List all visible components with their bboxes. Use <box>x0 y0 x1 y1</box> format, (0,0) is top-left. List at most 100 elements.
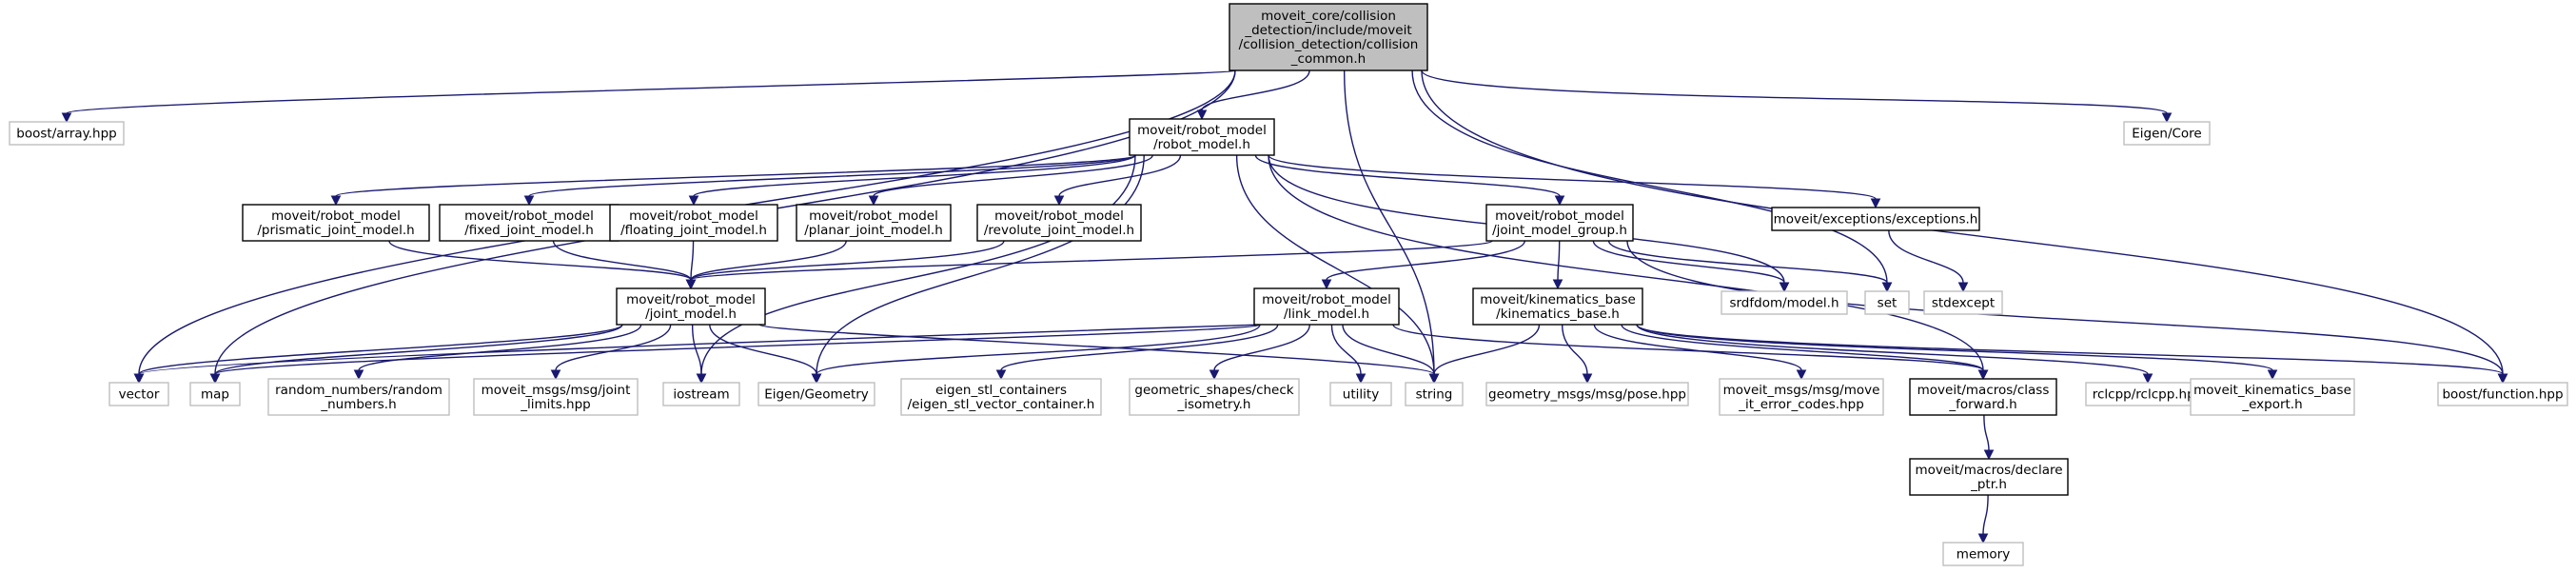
node-label: Eigen/Core <box>2132 127 2202 142</box>
edge-jmg-to-link_model <box>1326 240 1525 281</box>
node-box <box>900 378 1102 416</box>
edge-link_model-to-eigen_geom <box>816 324 1261 375</box>
edge-joint_model-to-map <box>214 324 623 375</box>
edge-layer <box>61 69 2508 544</box>
edge-jmg-to-srdf <box>1592 240 1785 284</box>
edge-arrowhead <box>1582 373 1593 385</box>
node-floating[interactable]: moveit/robot_model/floating_joint_model.… <box>609 204 778 242</box>
node-label: vector <box>119 387 160 403</box>
node-label: map <box>201 387 229 403</box>
node-iostream: iostream <box>662 382 740 406</box>
node-label: /revolute_joint_model.h <box>984 223 1134 238</box>
node-box <box>2085 382 2211 406</box>
node-box <box>189 382 241 406</box>
node-link-model[interactable]: moveit/robot_model/link_model.h <box>1253 287 1400 326</box>
node-root[interactable]: moveit_core/collision_detection/include/… <box>1229 3 1428 71</box>
node-label: /robot_model.h <box>1153 137 1250 152</box>
node-fixed[interactable]: moveit/robot_model/fixed_joint_model.h <box>439 204 619 242</box>
edge-jmg-to-kin_base <box>1557 240 1561 281</box>
edge-root-to-robot_model <box>1201 69 1310 111</box>
node-label: _it_error_codes.hpp <box>1738 397 1864 412</box>
node-box <box>1253 287 1400 326</box>
node-planar[interactable]: moveit/robot_model/planar_joint_model.h <box>796 204 952 242</box>
edge-arrowhead <box>2267 369 2278 381</box>
node-label: moveit/robot_model <box>1137 123 1267 138</box>
node-label: /kinematics_base.h <box>1496 307 1620 322</box>
edge-arrowhead <box>330 195 342 207</box>
node-srdf: srdfdom/model.h <box>1721 290 1848 315</box>
edge-joint_model-to-string <box>758 324 1435 375</box>
edge-arrowhead <box>868 195 879 207</box>
node-revolute[interactable]: moveit/robot_model/revolute_joint_model.… <box>976 204 1142 242</box>
node-exceptions[interactable]: moveit/exceptions/exceptions.h <box>1771 207 1980 231</box>
node-geom-shapes: geometric_shapes/check_isometry.h <box>1129 378 1300 416</box>
edge-arrowhead <box>2142 373 2153 385</box>
node-vector: vector <box>108 382 169 406</box>
node-boost-fn: boost/function.hpp <box>2437 382 2568 406</box>
node-move-it-err: moveit_msgs/msg/move_it_error_codes.hpp <box>1719 378 1884 416</box>
edge-arrowhead <box>1053 195 1065 207</box>
node-box <box>1923 290 2003 315</box>
node-stdexcept: stdexcept <box>1923 290 2003 315</box>
edge-arrowhead <box>1779 282 1790 293</box>
node-label: _forward.h <box>1948 397 2016 412</box>
edge-link_model-to-utility <box>1330 324 1362 375</box>
node-label: moveit/robot_model <box>626 292 756 307</box>
edge-root-to-eigen_core <box>1421 69 2168 114</box>
edge-jmg-to-set <box>1607 240 1888 284</box>
edge-link_model-to-string <box>1342 324 1435 375</box>
edge-arrowhead <box>1552 279 1563 290</box>
node-label: _limits.hpp <box>520 397 590 412</box>
node-utility: utility <box>1329 382 1392 406</box>
node-box <box>616 287 766 326</box>
node-box <box>662 382 740 406</box>
node-jmg[interactable]: moveit/robot_model/joint_model_group.h <box>1485 204 1634 242</box>
edge-arrowhead <box>685 279 697 290</box>
node-label: moveit_core/collision <box>1261 9 1396 24</box>
edge-declare_ptr-to-memory <box>1982 494 1989 535</box>
node-box <box>1129 378 1300 416</box>
edge-arrowhead <box>1983 449 1995 461</box>
node-label: moveit/robot_model <box>271 208 401 224</box>
node-robot-model[interactable]: moveit/robot_model/robot_model.h <box>1129 118 1275 156</box>
edge-arrowhead <box>1428 373 1440 385</box>
node-label: moveit/robot_model <box>629 208 758 224</box>
edge-robot_model-to-string <box>1235 154 1435 375</box>
node-label: moveit/macros/class <box>1917 383 2050 398</box>
node-label: moveit/robot_model <box>464 208 594 224</box>
node-random: random_numbers/random_numbers.h <box>267 378 450 416</box>
node-label: eigen_stl_containers <box>935 383 1067 398</box>
edge-joint_model-to-eigen_geom <box>709 324 817 375</box>
node-label: memory <box>1957 547 2010 563</box>
edge-arrowhead <box>1977 369 1989 381</box>
node-kin-base[interactable]: moveit/kinematics_base/kinematics_base.h <box>1472 287 1643 326</box>
edge-arrowhead <box>61 112 72 124</box>
node-box <box>1472 287 1643 326</box>
edge-revolute-to-joint_model <box>690 240 1005 281</box>
node-prismatic[interactable]: moveit/robot_model/prismatic_joint_model… <box>242 204 430 242</box>
node-label: moveit/robot_model <box>1495 208 1624 224</box>
node-joint-model[interactable]: moveit/robot_model/joint_model.h <box>616 287 766 326</box>
node-box <box>1719 378 1884 416</box>
edge-arrowhead <box>209 373 221 385</box>
edge-root-to-boost_array <box>66 69 1236 114</box>
edge-kin_base-to-boost_fn <box>1636 324 2504 375</box>
edge-robot_model-to-planar <box>873 154 1153 197</box>
edge-arrowhead <box>696 373 707 385</box>
edge-arrowhead <box>995 369 1007 381</box>
node-label: moveit/robot_model <box>809 208 938 224</box>
node-declare-ptr[interactable]: moveit/macros/declare_ptr.h <box>1909 458 2069 496</box>
node-box <box>1229 3 1428 71</box>
edge-arrowhead <box>688 195 699 207</box>
node-label: srdfdom/model.h <box>1729 296 1839 311</box>
node-label: moveit/exceptions/exceptions.h <box>1774 212 1978 228</box>
node-box <box>473 378 639 416</box>
node-boost-array: boost/array.hpp <box>9 121 125 146</box>
node-label: _ptr.h <box>1970 477 2007 492</box>
node-box <box>1942 542 2024 566</box>
edge-root-to-set <box>1411 69 1888 284</box>
edge-kin_base-to-string <box>1433 324 1541 375</box>
node-class-fwd[interactable]: moveit/macros/class_forward.h <box>1909 378 2057 416</box>
node-label: boost/function.hpp <box>2442 387 2563 403</box>
node-label: moveit_msgs/msg/move <box>1723 383 1880 398</box>
